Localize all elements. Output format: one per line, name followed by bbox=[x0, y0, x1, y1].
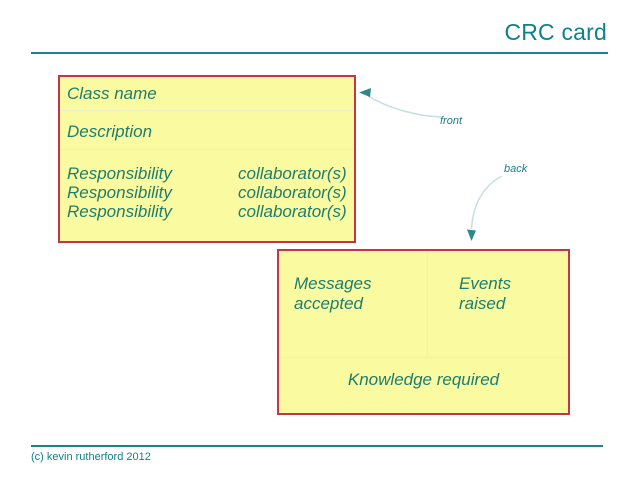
knowledge-required-cell: Knowledge required bbox=[279, 358, 568, 390]
responsibilities-section: Responsibility collaborator(s) Responsib… bbox=[60, 150, 354, 221]
back-arrowhead-icon bbox=[467, 229, 476, 241]
collaborator-label: collaborator(s) bbox=[238, 202, 347, 221]
collaborator-label: collaborator(s) bbox=[238, 183, 347, 202]
crc-card-back: Messages accepted Events raised Knowledg… bbox=[277, 249, 570, 415]
description-row: Description bbox=[60, 111, 354, 150]
class-name-row: Class name bbox=[60, 77, 354, 111]
back-annotation-label: back bbox=[504, 163, 528, 175]
crc-card-front: Class name Description Responsibility co… bbox=[58, 75, 356, 243]
responsibility-row: Responsibility collaborator(s) bbox=[67, 164, 354, 183]
knowledge-required-label: Knowledge required bbox=[347, 370, 500, 389]
footer-divider-rule bbox=[31, 445, 603, 447]
events-raised-cell: Events raised bbox=[428, 251, 568, 357]
responsibility-row: Responsibility collaborator(s) bbox=[67, 202, 354, 221]
responsibility-label: Responsibility bbox=[67, 183, 172, 202]
description-label: Description bbox=[67, 121, 153, 141]
front-arrow-curve bbox=[367, 95, 442, 118]
messages-accepted-label: Messages accepted bbox=[294, 274, 372, 313]
copyright-text: (c) kevin rutherford 2012 bbox=[31, 451, 151, 463]
responsibility-label: Responsibility bbox=[67, 202, 172, 221]
messages-accepted-cell: Messages accepted bbox=[279, 251, 428, 357]
front-annotation-label: front bbox=[440, 115, 463, 127]
responsibility-row: Responsibility collaborator(s) bbox=[67, 183, 354, 202]
page-title: CRC card bbox=[504, 19, 607, 45]
events-raised-label: Events raised bbox=[459, 274, 511, 313]
collaborator-label: collaborator(s) bbox=[238, 164, 347, 183]
responsibility-label: Responsibility bbox=[67, 164, 172, 183]
class-name-label: Class name bbox=[67, 83, 157, 103]
card-back-top-section: Messages accepted Events raised bbox=[279, 251, 568, 358]
back-arrow-curve bbox=[470, 175, 503, 230]
front-arrowhead-icon bbox=[359, 88, 371, 97]
title-divider-rule bbox=[31, 52, 608, 54]
